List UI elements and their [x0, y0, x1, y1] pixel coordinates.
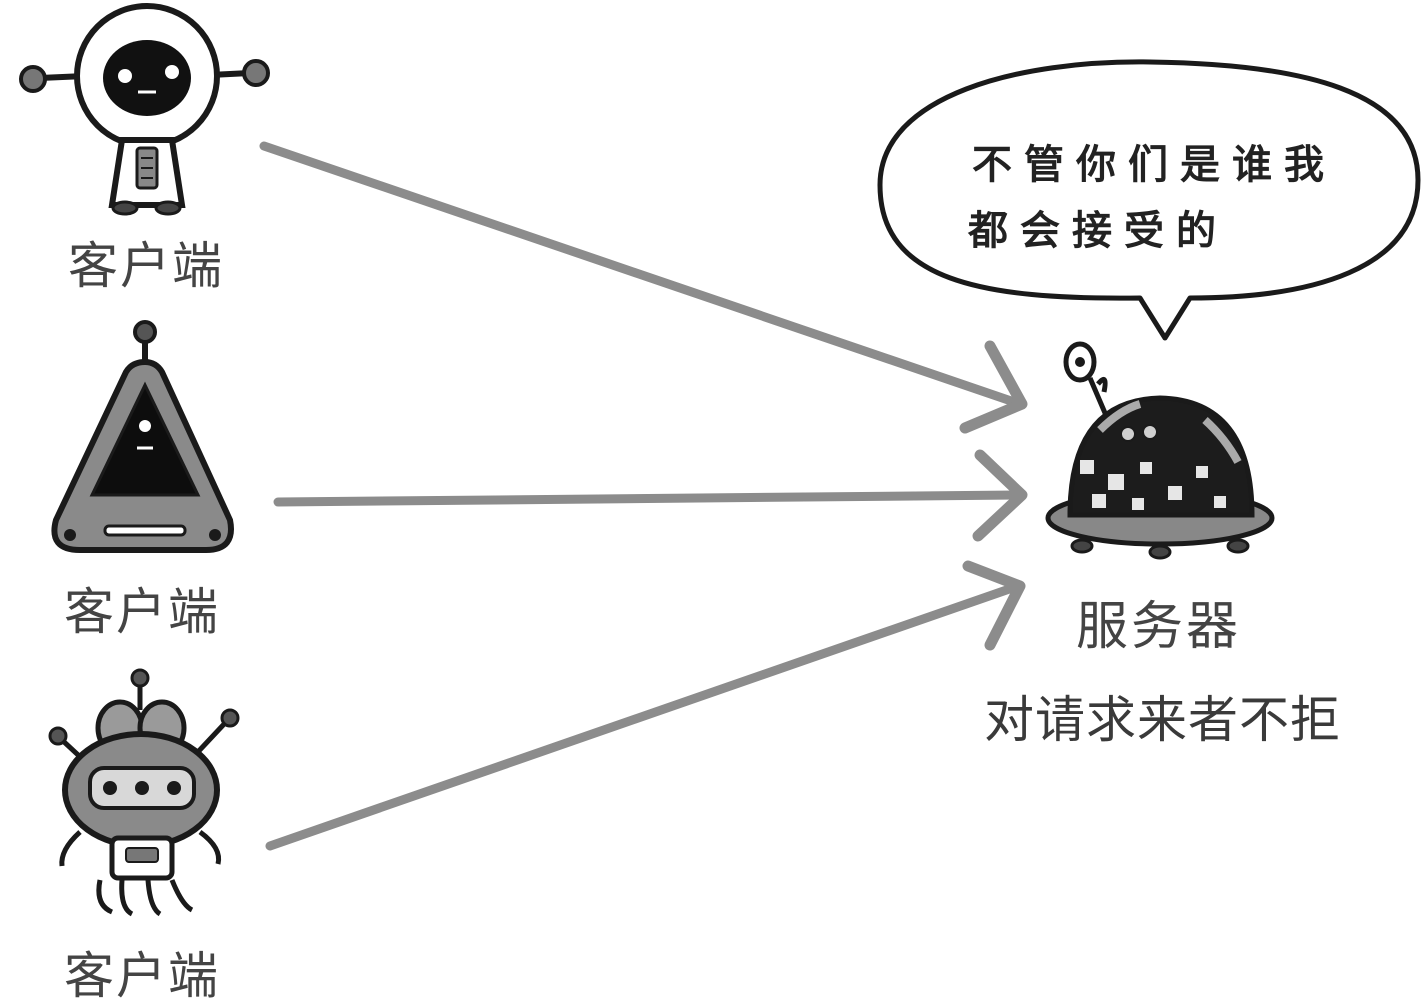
- server-robot-icon: [1045, 341, 1275, 560]
- client-label-2: 客户端: [64, 583, 220, 641]
- client-robot-round-icon: [19, 3, 270, 216]
- client-robot-alien-icon: [48, 668, 240, 917]
- request-arrow-1: [259, 141, 1028, 434]
- server-label: 服务器: [1076, 597, 1242, 657]
- server-caption: 对请求来者不拒: [984, 691, 1341, 749]
- client-label-1: 客户端: [68, 237, 224, 295]
- request-arrow-2: [273, 449, 1028, 542]
- client-robot-triangle-icon: [51, 320, 234, 553]
- speech-bubble-line-2: 都会接受的: [968, 208, 1228, 254]
- client-label-3: 客户端: [64, 947, 220, 1005]
- speech-bubble: [877, 59, 1421, 341]
- speech-bubble-line-1: 不管你们是谁我: [972, 142, 1336, 188]
- request-arrow-3: [265, 560, 1026, 851]
